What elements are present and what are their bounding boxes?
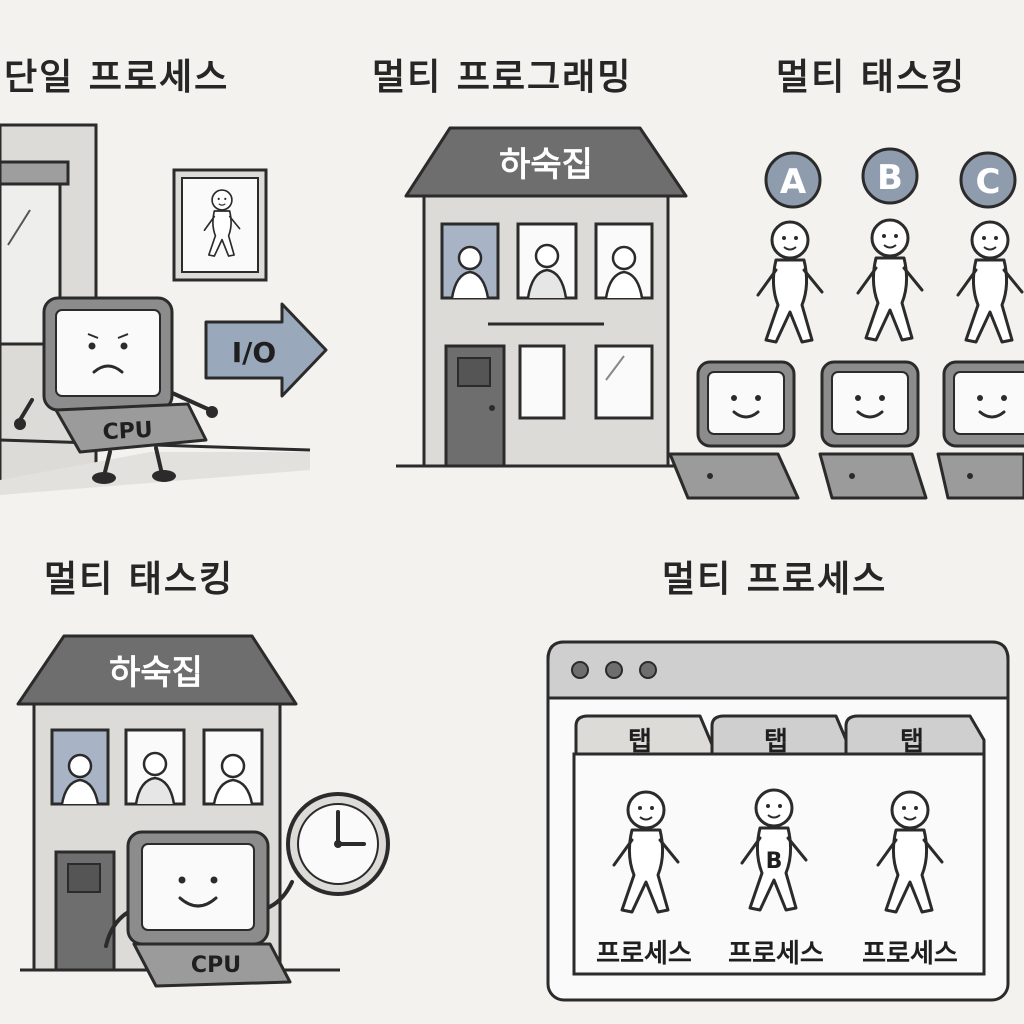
title-multi-programming: 멀티 프로그래밍	[372, 57, 633, 98]
cpu-label-top: CPU	[102, 418, 153, 446]
badge-a: A	[764, 151, 822, 209]
process-figure-2-icon: B	[740, 788, 808, 912]
process-label-1: 프로세스	[596, 939, 692, 969]
clock-icon	[286, 792, 390, 896]
multi-programming-scene: 하숙집	[396, 126, 700, 468]
title-multi-process: 멀티 프로세스	[662, 559, 888, 600]
svg-text:탭: 탭	[900, 727, 924, 757]
stick-figure-a-icon	[756, 220, 824, 344]
window-control-dot-icon	[605, 661, 623, 679]
browser-tab-3[interactable]: 탭	[844, 714, 986, 757]
process-label-2: 프로세스	[728, 939, 824, 969]
multi-tasking-top-scene: A B C	[668, 147, 1024, 500]
cpu-laptop-worried-icon: CPU	[14, 296, 218, 484]
process-label-3: 프로세스	[862, 939, 958, 969]
title-single-process: 단일 프로세스	[4, 57, 230, 98]
svg-text:B: B	[877, 158, 903, 198]
laptop-3-icon	[936, 360, 1024, 500]
cpu-laptop-happy-icon: CPU	[126, 830, 292, 988]
single-process-scene: I/O CPU	[0, 123, 328, 495]
building-sign-bottom: 하숙집	[109, 653, 203, 693]
window-resident-icon	[450, 243, 644, 299]
cpu-label-bottom: CPU	[191, 953, 241, 978]
window-control-dot-icon	[571, 661, 589, 679]
laptop-2-icon	[818, 360, 928, 500]
browser-tab-2[interactable]: 탭	[710, 714, 854, 757]
multi-process-scene: 탭 탭 탭 B 프로세스 프로세스 프로세스	[546, 640, 1010, 1002]
building-sign-top: 하숙집	[499, 145, 593, 185]
laptop-1-icon	[668, 360, 800, 500]
process-figure-letter: B	[766, 849, 783, 874]
window-control-dot-icon	[639, 661, 657, 679]
stick-figure-b-icon	[856, 218, 924, 342]
svg-text:A: A	[780, 162, 807, 202]
io-label: I/O	[232, 336, 276, 369]
badge-c: C	[959, 151, 1017, 209]
title-multi-tasking-top: 멀티 태스킹	[776, 57, 967, 98]
svg-text:탭: 탭	[628, 727, 652, 757]
title-multi-tasking-bottom: 멀티 태스킹	[44, 559, 235, 600]
multi-tasking-bottom-scene: 하숙집	[16, 634, 390, 988]
browser-tab-1[interactable]: 탭	[574, 714, 718, 757]
badge-b: B	[861, 147, 919, 205]
window-resident-bottom-icon	[60, 751, 254, 805]
stick-figure-c-icon	[956, 220, 1024, 344]
svg-text:탭: 탭	[764, 727, 788, 757]
svg-text:C: C	[976, 162, 1001, 202]
io-arrow-icon	[204, 302, 328, 398]
